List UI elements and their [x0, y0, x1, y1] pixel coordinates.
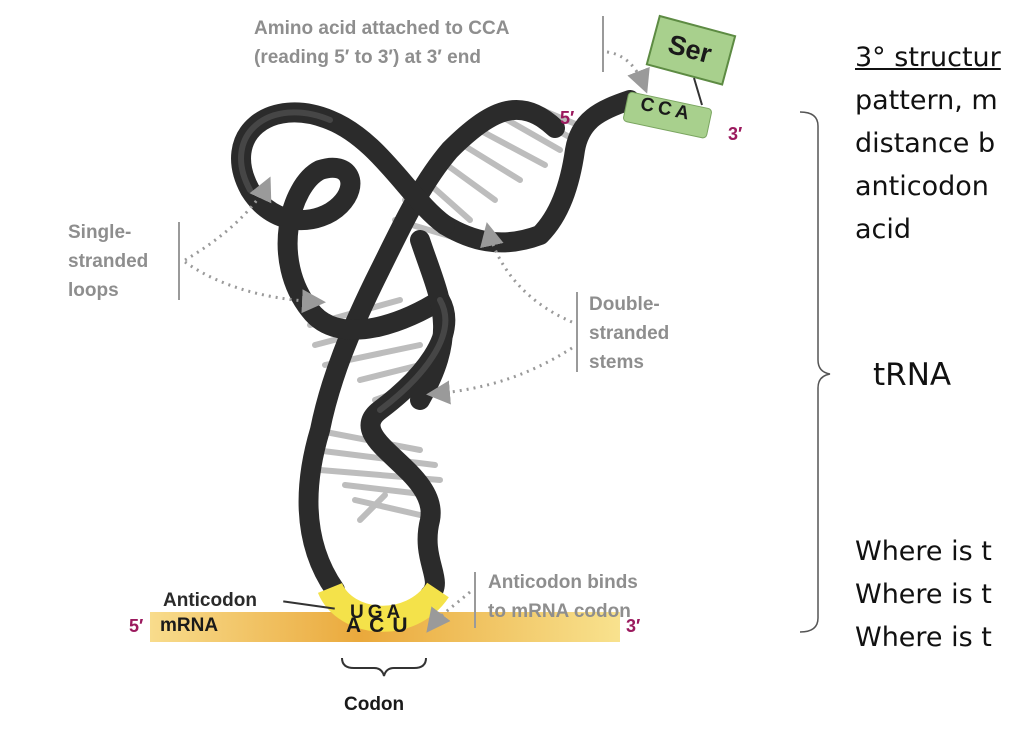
codon-base-2: C [369, 614, 393, 637]
anticodon-base-1: U [350, 602, 368, 623]
amino-acid-callout-line2: (reading 5′ to 3′) at 3′ end [254, 47, 481, 68]
amino-acid-callout-line1: Amino acid attached to CCA [254, 18, 510, 39]
trna-bracket [799, 111, 831, 633]
anticodon-base-3: A [386, 602, 405, 623]
structure-line-4: acid [855, 214, 912, 245]
mrna-3prime: 3′ [626, 616, 641, 636]
trna-label: tRNA [873, 357, 952, 393]
questions-list: Where is t Where is t Where is t [855, 530, 992, 659]
ser-link-line [693, 77, 703, 106]
anticodon-binds-callout: Anticodon binds to mRNA codon [488, 568, 638, 626]
amino-acid-callout: Amino acid attached to CCA (reading 5′ t… [254, 14, 509, 72]
ser-box [645, 14, 737, 86]
structure-heading: 3° structur [855, 42, 1001, 73]
anticodon-label: Anticodon [163, 590, 257, 611]
structure-line-3: anticodon [855, 171, 989, 202]
mrna-label: mRNA [160, 615, 219, 636]
loops-callout: Single- stranded loops [68, 218, 148, 305]
trna-5prime: 5′ [560, 108, 575, 128]
cca-box [623, 91, 712, 139]
structure-description: 3° structur pattern, m distance b antico… [855, 36, 1001, 251]
trna-3prime: 3′ [728, 124, 743, 144]
question-1: Where is t [855, 536, 992, 567]
stems-callout-line1: Double- [589, 294, 660, 315]
question-3: Where is t [855, 622, 992, 653]
mrna-5prime: 5′ [129, 616, 144, 636]
codon-base-3: U [392, 614, 416, 637]
stems-callout-line2: stranded [589, 323, 670, 344]
anticodon-bases: UGA [350, 602, 404, 624]
loops-callout-line2: stranded [68, 251, 149, 272]
loops-callout-line3: loops [68, 280, 119, 301]
loops-callout-line1: Single- [68, 222, 132, 243]
structure-line-1: pattern, m [855, 85, 998, 116]
codon-base-1: A [346, 614, 370, 637]
codon-label: Codon [344, 694, 405, 715]
stems-callout-line3: stems [589, 352, 644, 373]
anticodon-binds-line2: to mRNA codon [488, 601, 631, 622]
structure-line-2: distance b [855, 128, 996, 159]
anticodon-base-2: G [367, 602, 387, 623]
codon-brace [341, 657, 427, 677]
stems-callout: Double- stranded stems [589, 290, 669, 377]
question-2: Where is t [855, 579, 992, 610]
anticodon-binds-line1: Anticodon binds [488, 572, 638, 593]
anticodon-loop [317, 581, 449, 632]
codon-bases: ACU [346, 614, 416, 638]
